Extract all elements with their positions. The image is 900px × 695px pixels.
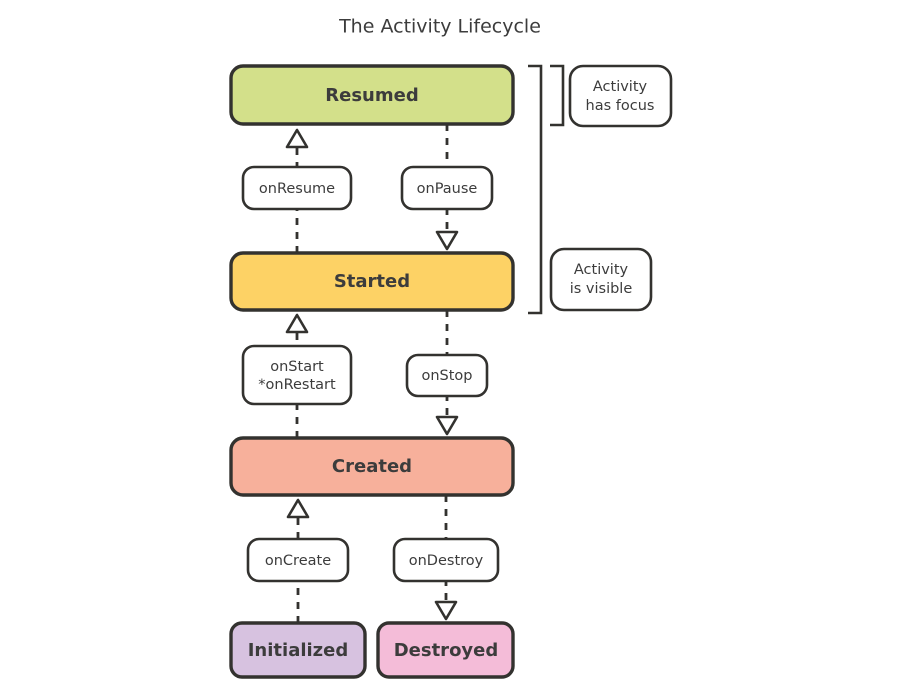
page-title: The Activity Lifecycle <box>338 16 541 38</box>
callback-ondestroy[interactable]: onDestroy <box>392 537 500 583</box>
transition-onresume-arrowhead-icon <box>285 128 309 149</box>
state-started-box[interactable] <box>229 251 515 312</box>
state-initialized-box[interactable] <box>229 621 367 679</box>
states-group: Resumed Started Created Initialized Dest… <box>229 64 515 679</box>
transition-onpause <box>435 124 459 251</box>
transition-ondestroy-arrowhead-icon <box>434 600 458 621</box>
state-initialized[interactable]: Initialized <box>229 621 367 679</box>
state-created-box[interactable] <box>229 436 515 497</box>
callback-labels-group: onResume onPause onStart *onRestart onSt… <box>241 165 500 583</box>
callback-onpause[interactable]: onPause <box>400 165 494 211</box>
state-created-label: Created <box>332 456 412 477</box>
transition-onpause-arrowhead-icon <box>435 230 459 251</box>
callback-onstart-label-line1: onStart <box>270 359 324 375</box>
state-created[interactable]: Created <box>229 436 515 497</box>
brackets-group <box>528 64 565 315</box>
callback-oncreate-label: onCreate <box>265 553 331 569</box>
callback-oncreate[interactable]: onCreate <box>246 537 350 583</box>
transition-ondestroy <box>434 495 458 621</box>
callback-ondestroy-label: onDestroy <box>409 553 484 569</box>
callback-onresume-box[interactable] <box>241 165 353 211</box>
focus-bracket <box>550 64 565 127</box>
transition-onstart-arrowhead-icon <box>285 313 309 334</box>
callout-is-visible-line2: is visible <box>570 281 633 297</box>
callback-onpause-box[interactable] <box>400 165 494 211</box>
state-destroyed[interactable]: Destroyed <box>376 621 515 679</box>
callback-onpause-label: onPause <box>417 181 478 197</box>
callout-has-focus[interactable]: Activity has focus <box>568 64 673 128</box>
callback-onstart[interactable]: onStart *onRestart <box>241 344 353 406</box>
callback-onstop[interactable]: onStop <box>405 353 489 398</box>
state-resumed[interactable]: Resumed <box>229 64 515 126</box>
callout-is-visible-box[interactable] <box>549 247 653 312</box>
callback-onresume-label: onResume <box>259 181 335 197</box>
transition-oncreate-arrowhead-icon <box>286 498 310 519</box>
state-destroyed-box[interactable] <box>376 621 515 679</box>
state-destroyed-label: Destroyed <box>394 640 499 661</box>
callback-onstart-box[interactable] <box>241 344 353 406</box>
visible-bracket <box>528 64 543 315</box>
callback-onstop-box[interactable] <box>405 353 489 398</box>
callout-has-focus-line2: has focus <box>586 98 655 114</box>
callout-is-visible-line1: Activity <box>574 262 629 278</box>
callback-onstart-label-line2: *onRestart <box>258 377 336 393</box>
transition-onresume <box>285 128 309 253</box>
state-started-label: Started <box>334 271 410 292</box>
callout-has-focus-box[interactable] <box>568 64 673 128</box>
callback-onstop-label: onStop <box>421 368 472 384</box>
transition-onstop-arrowhead-icon <box>435 415 459 436</box>
transitions-group <box>285 124 459 623</box>
transition-oncreate <box>286 498 310 623</box>
transition-onstop <box>435 310 459 436</box>
callout-has-focus-line1: Activity <box>593 79 648 95</box>
callback-ondestroy-box[interactable] <box>392 537 500 583</box>
state-initialized-label: Initialized <box>248 640 349 661</box>
callout-is-visible[interactable]: Activity is visible <box>549 247 653 312</box>
transition-onstart <box>285 313 309 438</box>
callback-onresume[interactable]: onResume <box>241 165 353 211</box>
state-resumed-label: Resumed <box>325 85 418 106</box>
callouts-group: Activity has focus Activity is visible <box>549 64 673 312</box>
callback-oncreate-box[interactable] <box>246 537 350 583</box>
state-resumed-box[interactable] <box>229 64 515 126</box>
state-started[interactable]: Started <box>229 251 515 312</box>
